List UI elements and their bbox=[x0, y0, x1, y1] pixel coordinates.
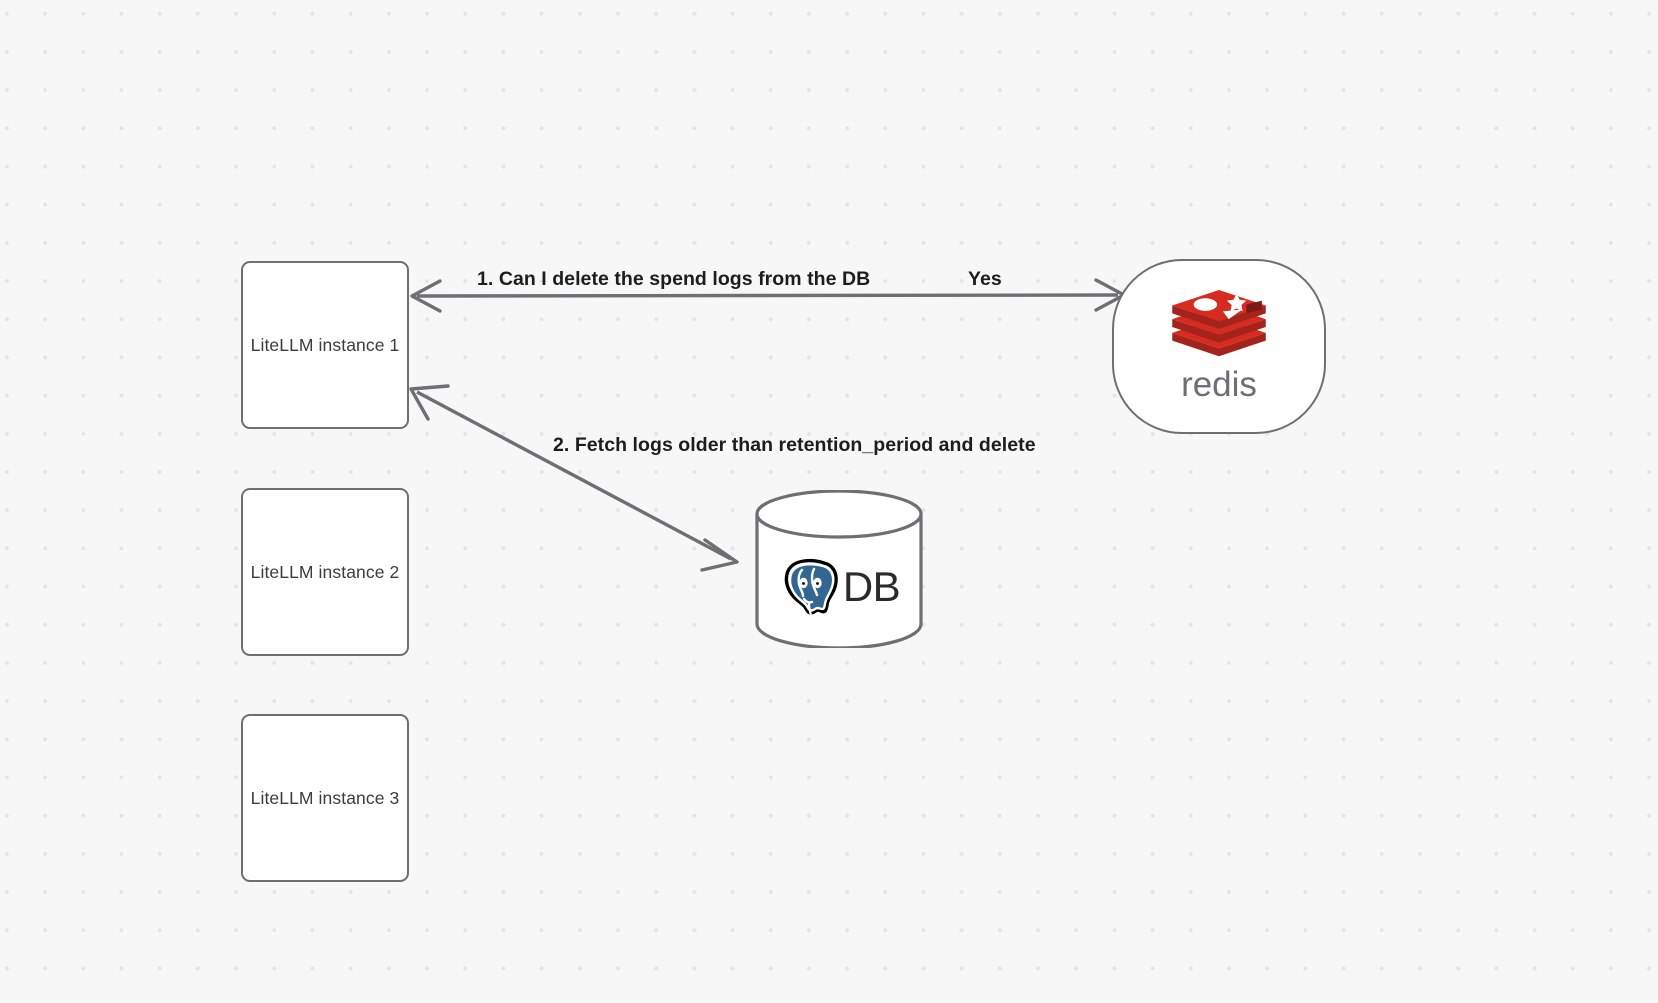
node-label: LiteLLM instance 1 bbox=[250, 334, 400, 355]
node-label: LiteLLM instance 3 bbox=[250, 787, 400, 808]
redis-cube-icon bbox=[1172, 289, 1266, 357]
redis-logo: redis bbox=[1114, 261, 1324, 432]
database-cylinder-shape bbox=[755, 490, 923, 648]
redis-wordmark-text: redis bbox=[1181, 365, 1257, 404]
node-redis[interactable]: redis bbox=[1112, 259, 1326, 434]
edge-label-step-2: 2. Fetch logs older than retention_perio… bbox=[553, 434, 1036, 456]
node-database[interactable]: DB bbox=[754, 490, 924, 648]
node-label: LiteLLM instance 2 bbox=[250, 561, 400, 582]
node-litellm-instance-2[interactable]: LiteLLM instance 2 bbox=[241, 488, 409, 656]
database-logo-row: DB bbox=[754, 490, 924, 648]
edge-label-step-1: 1. Can I delete the spend logs from the … bbox=[477, 268, 871, 290]
edge-label-step-1-answer: Yes bbox=[968, 268, 1002, 290]
node-litellm-instance-1[interactable]: LiteLLM instance 1 bbox=[241, 261, 409, 429]
database-label: DB bbox=[842, 563, 901, 610]
node-litellm-instance-3[interactable]: LiteLLM instance 3 bbox=[241, 714, 409, 882]
postgresql-elephant-icon bbox=[784, 558, 838, 616]
redis-wordmark: redis bbox=[1181, 365, 1257, 404]
